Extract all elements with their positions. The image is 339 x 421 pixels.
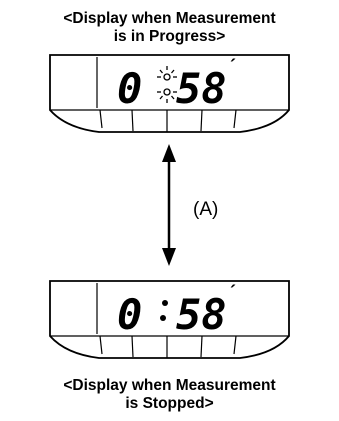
caption-in-progress-line1: <Display when Measurement [63, 10, 276, 27]
prime-mark: ´ [230, 56, 236, 76]
minutes-digit: 0 [117, 64, 142, 113]
caption-in-progress-line2: is in Progress> [113, 28, 226, 45]
device-in-progress: 0 58 ´ [49, 54, 290, 133]
caption-stopped: <Display when Measurement is Stopped> [0, 377, 339, 413]
button-row [99, 109, 237, 132]
button-row [99, 335, 237, 358]
prime-mark: ´ [230, 282, 236, 302]
caption-in-progress: <Display when Measurement is in Progress… [0, 10, 339, 46]
blinking-colon-icon [157, 66, 177, 103]
colon-dot-bottom [160, 315, 166, 321]
minutes-digit: 0 [117, 290, 142, 339]
caption-stopped-line1: <Display when Measurement [63, 377, 276, 394]
caption-stopped-line2: is Stopped> [125, 395, 214, 412]
double-arrow-icon [162, 144, 176, 266]
colon-dot-top [162, 300, 168, 306]
timer-readout-stopped: 0 58 ´ [117, 282, 236, 339]
arrow-label: (A) [193, 199, 219, 220]
seconds-digits: 58 [176, 290, 227, 339]
seconds-digits: 58 [176, 64, 227, 113]
device-stopped: 0 58 ´ [49, 280, 290, 359]
device-body [49, 280, 290, 359]
timer-readout-in-progress: 0 58 ´ [117, 56, 236, 113]
